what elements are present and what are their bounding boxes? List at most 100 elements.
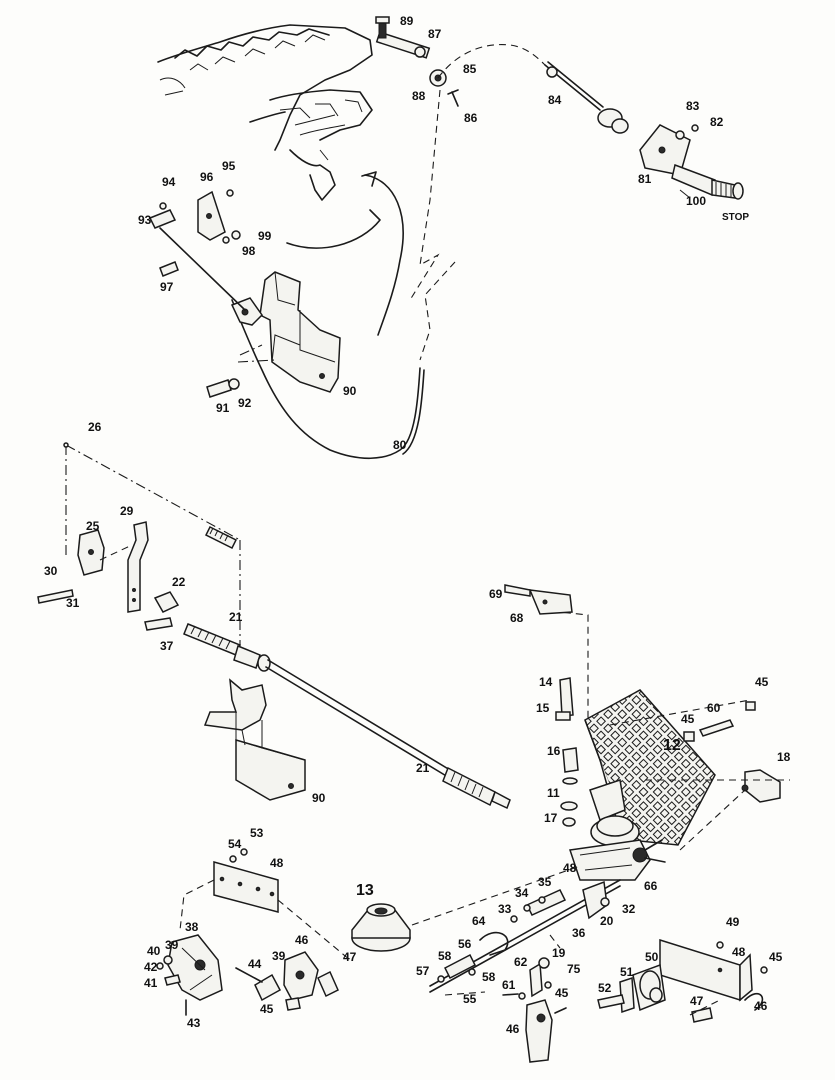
- callout-84: 84: [548, 93, 562, 107]
- callout-11: 11: [547, 786, 560, 800]
- callout-89: 89: [400, 14, 414, 28]
- callout-14: 14: [539, 675, 553, 689]
- callout-52: 52: [598, 981, 612, 995]
- callout-45: 45: [260, 1002, 274, 1016]
- callout-81: 81: [638, 172, 652, 186]
- callout-48: 48: [563, 861, 577, 875]
- callout-50: 50: [645, 950, 659, 964]
- callout-17: 17: [544, 811, 558, 825]
- callout-66: 66: [644, 879, 658, 893]
- callout-96: 96: [200, 170, 214, 184]
- callout-45: 45: [555, 986, 569, 1000]
- callout-34: 34: [515, 886, 529, 900]
- engine-block: [157, 24, 373, 201]
- callout-86: 86: [464, 111, 478, 125]
- callout-47: 47: [343, 950, 357, 964]
- callout-82: 82: [710, 115, 724, 129]
- callout-39: 39: [165, 938, 179, 952]
- callout-18: 18: [777, 750, 791, 764]
- callout-98: 98: [242, 244, 256, 258]
- callout-40: 40: [147, 944, 161, 958]
- callout-15: 15: [536, 701, 550, 715]
- callout-37: 37: [160, 639, 174, 653]
- callout-64: 64: [472, 914, 486, 928]
- callout-62: 62: [514, 955, 528, 969]
- pedal-stop: [351, 865, 581, 952]
- callout-32: 32: [622, 902, 636, 916]
- callout-49: 49: [726, 915, 740, 929]
- callout-13: 13: [356, 882, 374, 899]
- callout-20: 20: [600, 914, 614, 928]
- callout-94: 94: [162, 175, 176, 189]
- upper-pedal-bracket: [148, 189, 341, 398]
- callout-99: 99: [258, 229, 272, 243]
- callout-69: 69: [489, 587, 503, 601]
- callout-48: 48: [732, 945, 746, 959]
- callout-35: 35: [538, 875, 552, 889]
- callout-95: 95: [222, 159, 236, 173]
- callout-29: 29: [120, 504, 134, 518]
- callout-85: 85: [463, 62, 477, 76]
- callout-43: 43: [187, 1016, 201, 1030]
- callout-60: 60: [707, 701, 721, 715]
- callout-22: 22: [172, 575, 186, 589]
- lower-pedal-bracket: [203, 678, 306, 801]
- stop-cable-assembly: [437, 44, 744, 200]
- callout-21: 21: [229, 610, 243, 624]
- cable-route-lines: [231, 89, 456, 460]
- callout-12: 12: [663, 737, 681, 754]
- callout-25: 25: [86, 519, 100, 533]
- callout-51: 51: [620, 965, 634, 979]
- central-linkage: [429, 879, 621, 1063]
- callout-83: 83: [686, 99, 700, 113]
- callout-53: 53: [250, 826, 264, 840]
- callout-97: 97: [160, 280, 174, 294]
- callout-90: 90: [343, 384, 357, 398]
- callout-46: 46: [506, 1022, 520, 1036]
- throttle-cable: [183, 623, 511, 810]
- callout-38: 38: [185, 920, 199, 934]
- lower-right-assembly: [597, 938, 768, 1023]
- callout-90: 90: [312, 791, 326, 805]
- callout-45: 45: [769, 950, 783, 964]
- callout-21: 21: [416, 761, 430, 775]
- callout-45: 45: [755, 675, 769, 689]
- callout-42: 42: [144, 960, 158, 974]
- callout-46: 46: [295, 933, 309, 947]
- callout-33: 33: [498, 902, 512, 916]
- callout-36: 36: [572, 926, 586, 940]
- callout-45: 45: [681, 712, 695, 726]
- callout-55: 55: [463, 992, 477, 1006]
- callout-16: 16: [547, 744, 561, 758]
- callout-48: 48: [270, 856, 284, 870]
- callout-56: 56: [458, 937, 472, 951]
- callout-80: 80: [393, 438, 407, 452]
- callout-26: 26: [88, 420, 102, 434]
- callout-47: 47: [690, 994, 704, 1008]
- callout-30: 30: [44, 564, 58, 578]
- callout-54: 54: [228, 837, 242, 851]
- callout-41: 41: [144, 976, 158, 990]
- left-linkage: [37, 442, 241, 660]
- stop-label: STOP: [722, 212, 749, 223]
- callout-93: 93: [138, 213, 152, 227]
- lower-left-assembly: [156, 848, 351, 1016]
- callout-58: 58: [482, 970, 496, 984]
- callout-88: 88: [412, 89, 426, 103]
- callout-68: 68: [510, 611, 524, 625]
- callout-91: 91: [216, 401, 230, 415]
- callout-100: 100: [686, 194, 706, 208]
- callout-75: 75: [567, 962, 581, 976]
- major-part-callouts: 12 13: [356, 737, 681, 899]
- accelerator-pedal: [504, 584, 790, 881]
- callout-58: 58: [438, 949, 452, 963]
- callout-61: 61: [502, 978, 516, 992]
- callout-57: 57: [416, 964, 430, 978]
- callout-87: 87: [428, 27, 442, 41]
- callout-92: 92: [238, 396, 252, 410]
- callout-46: 46: [754, 999, 768, 1013]
- callout-31: 31: [66, 596, 80, 610]
